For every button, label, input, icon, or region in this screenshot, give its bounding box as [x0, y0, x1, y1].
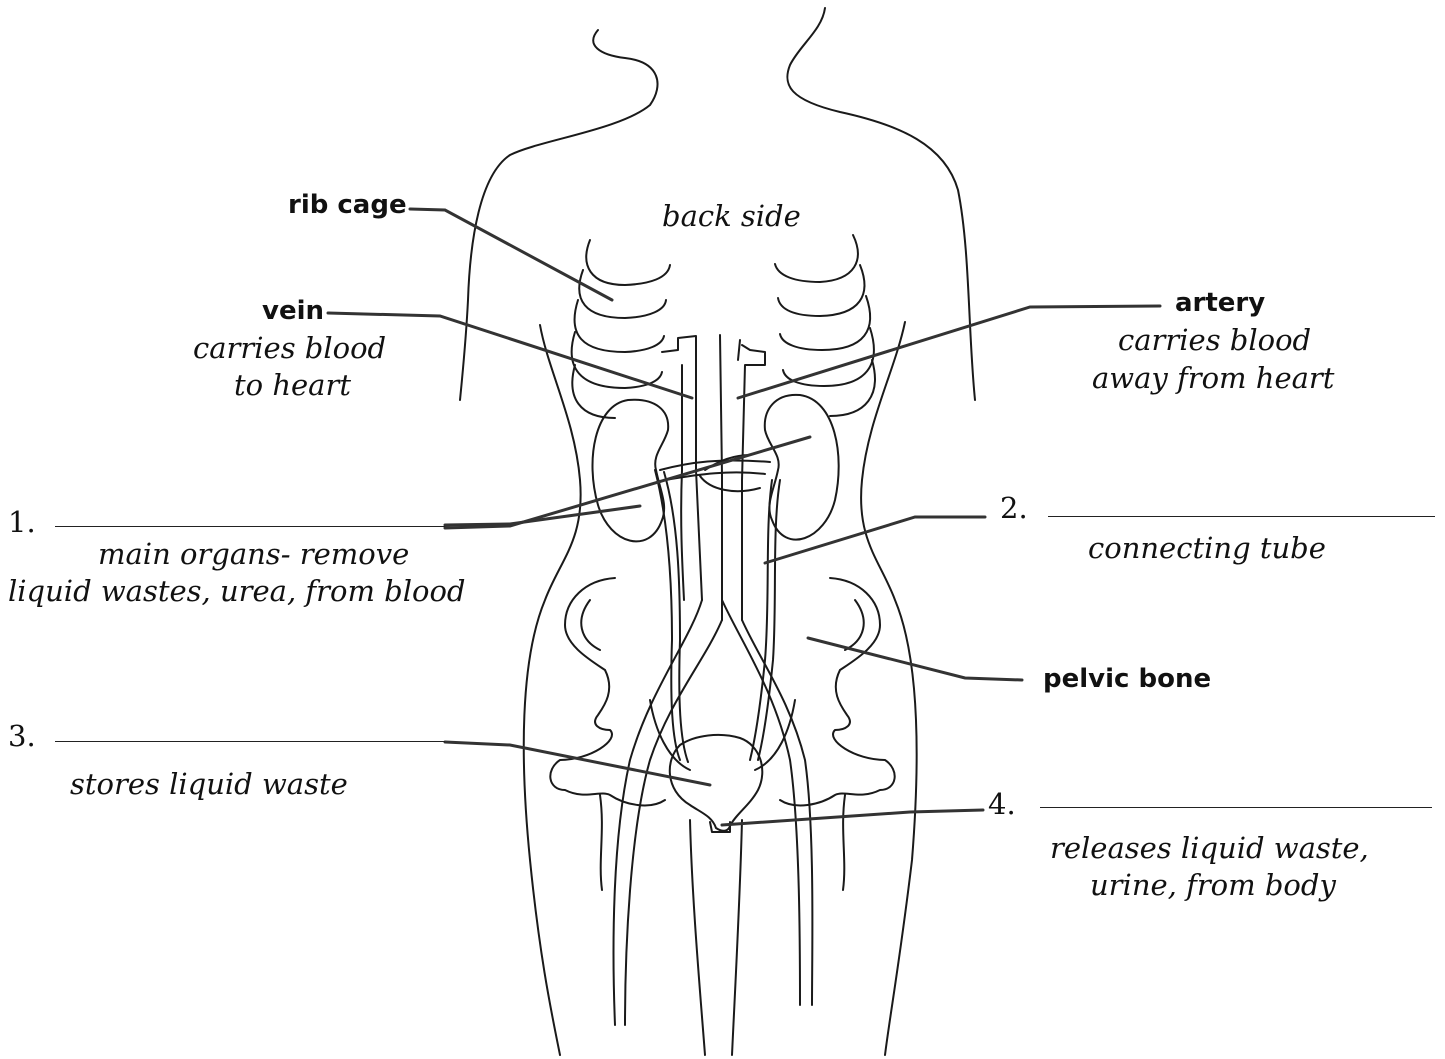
leader-lines	[328, 209, 1160, 825]
blank-1-answer-line[interactable]	[55, 526, 445, 527]
leader-urethra	[722, 810, 983, 825]
blank-1-number: 1.	[8, 508, 36, 537]
blood-vessels	[614, 335, 813, 1025]
rib-cage	[572, 235, 875, 418]
blank-1-desc-line-2: liquid wastes, urea, from blood	[8, 573, 466, 610]
leader-rib-cage	[410, 209, 612, 300]
blank-3-number: 3.	[8, 722, 36, 751]
artery-label: artery	[1175, 290, 1265, 316]
vein-label: vein	[262, 298, 324, 324]
artery-desc-line-2: away from heart	[1092, 360, 1334, 397]
blank-1-desc-line-1: main organs- remove	[98, 536, 409, 573]
blank-4-answer-line[interactable]	[1040, 807, 1432, 808]
vein-desc-line-2: to heart	[234, 367, 351, 404]
kidneys	[592, 395, 838, 542]
rib-cage-label: rib cage	[288, 192, 407, 218]
vein-desc-line-1: carries blood	[193, 330, 386, 367]
blank-4-desc-line-2: urine, from body	[1090, 867, 1336, 904]
blank-2-desc-line-1: connecting tube	[1088, 530, 1326, 567]
blank-4-desc-line-1: releases liquid waste,	[1050, 830, 1369, 867]
leader-kidney-right	[445, 437, 810, 528]
blank-3-desc-line-1: stores liquid waste	[70, 766, 348, 803]
artery-desc-line-1: carries blood	[1118, 322, 1311, 359]
blank-4-number: 4.	[988, 790, 1016, 819]
blank-2-number: 2.	[1000, 494, 1028, 523]
ureters	[655, 470, 780, 762]
leader-pelvic-bone	[808, 638, 1022, 680]
pelvic-bone-label: pelvic bone	[1043, 666, 1211, 692]
blank-3-answer-line[interactable]	[55, 741, 445, 742]
blank-2-answer-line[interactable]	[1048, 516, 1435, 517]
body-outline	[460, 8, 975, 1055]
diagram-title: back side	[662, 198, 801, 235]
